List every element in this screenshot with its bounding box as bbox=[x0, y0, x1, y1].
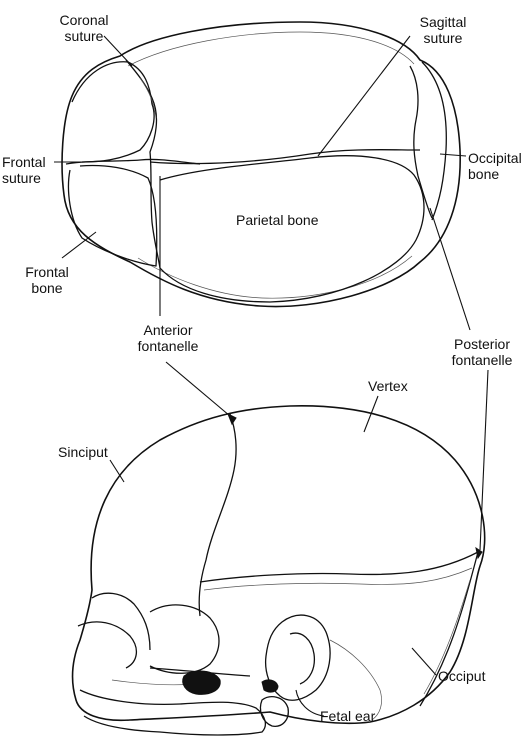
label-fetal-ear: Fetal ear bbox=[320, 708, 376, 724]
label-frontal-bone-line2: bone bbox=[31, 280, 63, 296]
top-view-leader-lines bbox=[54, 35, 471, 331]
side-mastoid bbox=[329, 639, 382, 721]
label-frontal-bone: Frontal bone bbox=[22, 264, 72, 296]
sagittal-suture-line bbox=[149, 149, 421, 165]
label-occiput: Occiput bbox=[438, 668, 486, 684]
parietal-bone-lower-boundary bbox=[159, 155, 425, 303]
label-coronal-suture-line2: suture bbox=[64, 28, 104, 44]
label-sagittal-suture-line1: Sagittal bbox=[419, 14, 467, 30]
occipital-bone-boundary bbox=[409, 65, 433, 219]
side-lambdoid-suture bbox=[419, 551, 479, 707]
leader-anterior-fontanelle-side bbox=[165, 361, 231, 417]
label-anterior-fontanelle-line1: Anterior bbox=[143, 322, 193, 338]
leader-sagittal-suture bbox=[317, 35, 411, 157]
label-frontal-suture-line1: Frontal bbox=[2, 154, 46, 170]
label-occipital-bone-line1: Occipital bbox=[468, 150, 522, 166]
leader-fetal-ear bbox=[295, 689, 325, 717]
occipital-bone-outer bbox=[421, 61, 447, 221]
label-coronal-suture-line1: Coronal bbox=[59, 12, 109, 28]
top-rim-shade-lower bbox=[137, 255, 413, 299]
label-occipital-bone: Occipital bone bbox=[468, 150, 522, 182]
label-frontal-suture: Frontal suture bbox=[2, 154, 46, 186]
leader-coronal-suture bbox=[103, 35, 133, 67]
side-fetal-ear-inner bbox=[289, 632, 316, 685]
side-anterior-fontanelle-mark bbox=[227, 412, 237, 426]
label-sagittal-suture-line2: suture bbox=[423, 30, 463, 46]
leader-frontal-bone bbox=[61, 231, 97, 259]
label-posterior-fontanelle-line2: fontanelle bbox=[451, 352, 513, 368]
side-coronal-suture bbox=[198, 413, 237, 617]
label-sinciput: Sinciput bbox=[58, 444, 108, 460]
side-temporal-border bbox=[199, 551, 479, 583]
side-occiput-shade bbox=[423, 579, 471, 695]
leader-sinciput bbox=[109, 459, 125, 483]
label-parietal-bone: Parietal bone bbox=[236, 212, 319, 228]
leader-occiput bbox=[411, 647, 437, 676]
label-coronal-suture: Coronal suture bbox=[52, 12, 116, 44]
side-posterior-fontanelle-mark bbox=[475, 546, 483, 560]
side-brow-ridge bbox=[91, 592, 151, 651]
leader-posterior-fontanelle-side bbox=[479, 369, 489, 551]
top-skull-outline bbox=[61, 21, 461, 308]
side-fetal-ear-lobe bbox=[259, 696, 289, 727]
side-skull-outline bbox=[71, 405, 486, 725]
side-nasal-opening bbox=[182, 670, 221, 695]
label-posterior-fontanelle: Posterior fontanelle bbox=[438, 336, 526, 368]
skull-top-view bbox=[61, 21, 461, 308]
coronal-suture-line bbox=[125, 59, 161, 269]
label-anterior-fontanelle: Anterior fontanelle bbox=[126, 322, 210, 354]
label-posterior-fontanelle-line1: Posterior bbox=[453, 336, 511, 352]
frontal-bone-lower-edge bbox=[67, 164, 158, 267]
side-view-leader-lines bbox=[109, 361, 489, 717]
leader-posterior-fontanelle-top bbox=[429, 207, 471, 331]
label-vertex: Vertex bbox=[368, 378, 408, 394]
side-orbit bbox=[77, 621, 137, 669]
frontal-suture-line bbox=[65, 158, 201, 165]
top-crease bbox=[139, 77, 157, 119]
frontal-bone-upper-edge bbox=[71, 61, 155, 163]
side-temporal-border-shade bbox=[203, 567, 473, 591]
side-cheekbone bbox=[149, 604, 220, 674]
skull-side-view bbox=[71, 405, 486, 736]
leader-occipital-bone bbox=[439, 153, 467, 157]
label-anterior-fontanelle-line2: fontanelle bbox=[137, 338, 199, 354]
top-rim-shade bbox=[127, 31, 415, 67]
leader-vertex bbox=[363, 395, 379, 433]
label-frontal-bone-line1: Frontal bbox=[25, 264, 69, 280]
label-sagittal-suture: Sagittal suture bbox=[410, 14, 476, 46]
label-occipital-bone-line2: bone bbox=[468, 166, 500, 182]
label-frontal-suture-line2: suture bbox=[2, 170, 41, 186]
